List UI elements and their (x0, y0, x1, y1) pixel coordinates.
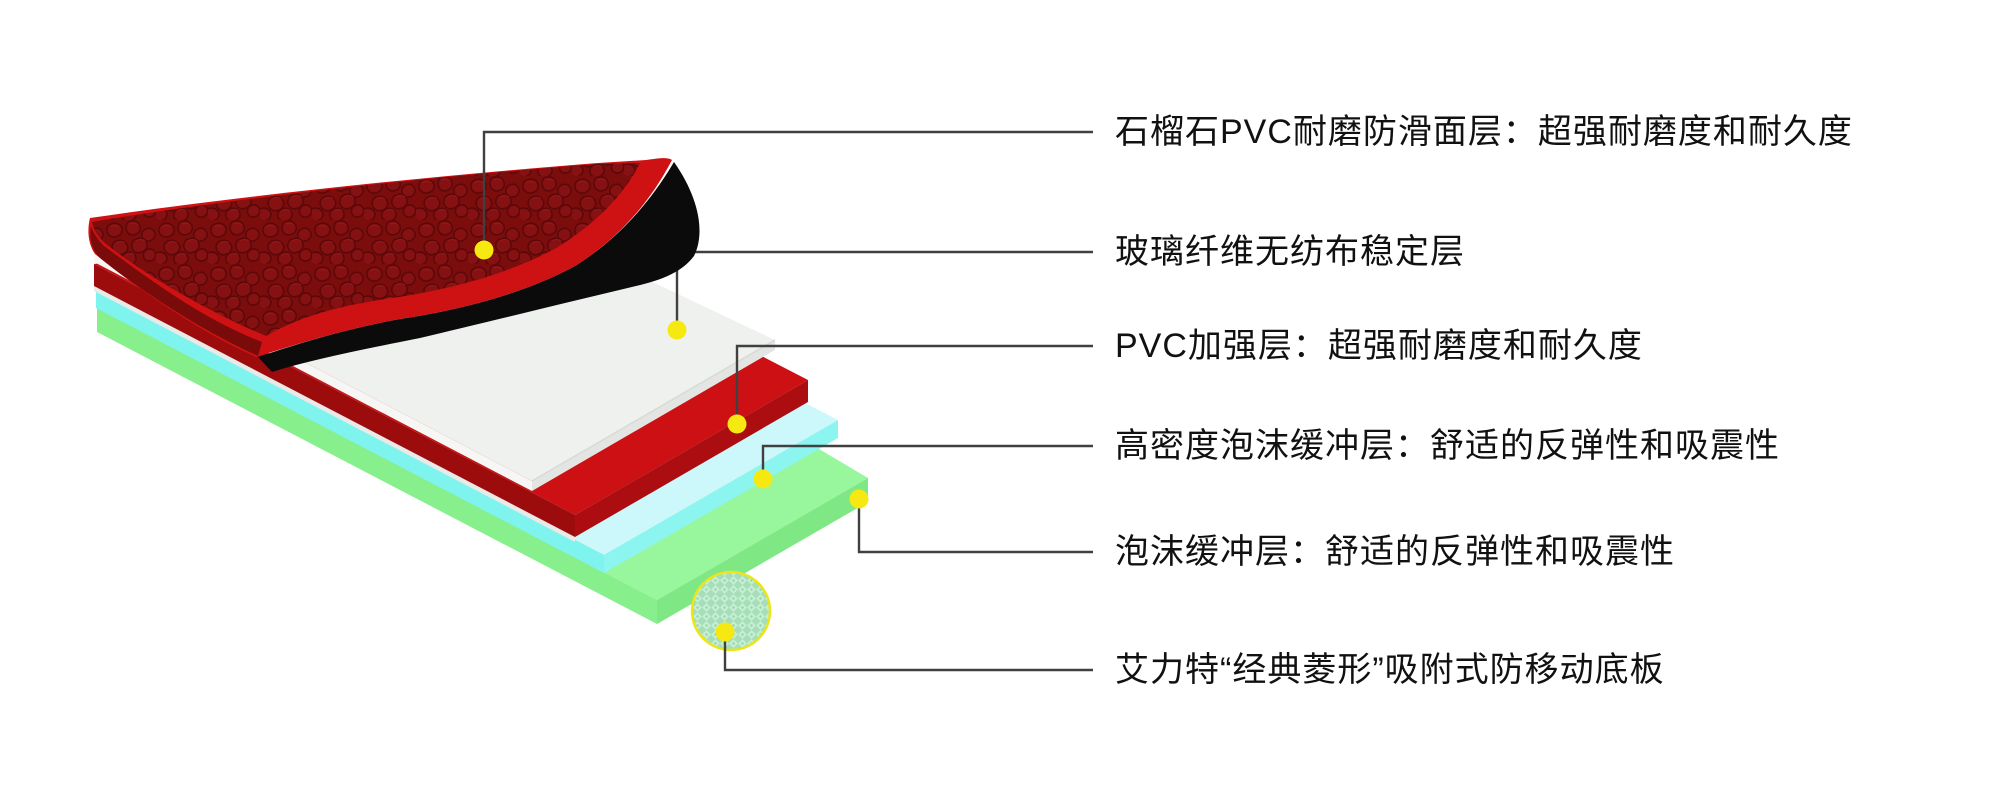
layer-dot-2 (667, 320, 687, 340)
layer-divider-sliver (94, 286, 575, 542)
layer-hdfoam-face-se (604, 420, 838, 573)
layer-label-pvc: PVC加强层：超强耐磨度和耐久度 (1115, 327, 1643, 365)
base-board-ring (690, 570, 772, 652)
layer-hdfoam-face-sw (96, 290, 604, 573)
layer-fiber-edge-line (531, 339, 776, 482)
base-board (690, 570, 772, 652)
layer-label-wear: 石榴石PVC耐磨防滑面层：超强耐磨度和耐久度 (1115, 113, 1853, 151)
layer-label-foam: 泡沫缓冲层：舒适的反弹性和吸震性 (1115, 533, 1675, 571)
wear-layer-front-face (90, 226, 263, 356)
leader-1 (482, 130, 1093, 252)
layer-dot-5 (849, 489, 869, 509)
layer-label-fiber: 玻璃纤维无纺布稳定层 (1115, 233, 1465, 271)
layer-dots (474, 240, 869, 642)
leader-4 (761, 444, 1093, 481)
leader-6 (723, 632, 1093, 672)
leader-5 (857, 499, 1093, 554)
layer-label-base: 艾力特“经典菱形”吸附式防移动底板 (1115, 651, 1665, 689)
layer-dot-4 (753, 469, 773, 489)
layer-pvc-face-se (575, 380, 808, 537)
layer-foam-face-sw (97, 308, 657, 624)
leader-lines (482, 130, 1093, 672)
layer-dot-1 (474, 240, 494, 260)
wear-layer-underside-shadow (258, 162, 700, 372)
layer-fiber-face-se (532, 340, 775, 491)
layer-dot-3 (727, 414, 747, 434)
base-board-texture (692, 572, 770, 650)
leader-3 (735, 344, 1093, 426)
layer-dot-6 (715, 622, 735, 642)
layer-label-hdfoam: 高密度泡沫缓冲层：舒适的反弹性和吸震性 (1115, 427, 1780, 465)
wear-layer-texture (92, 163, 640, 336)
layer-wear (88, 158, 673, 357)
